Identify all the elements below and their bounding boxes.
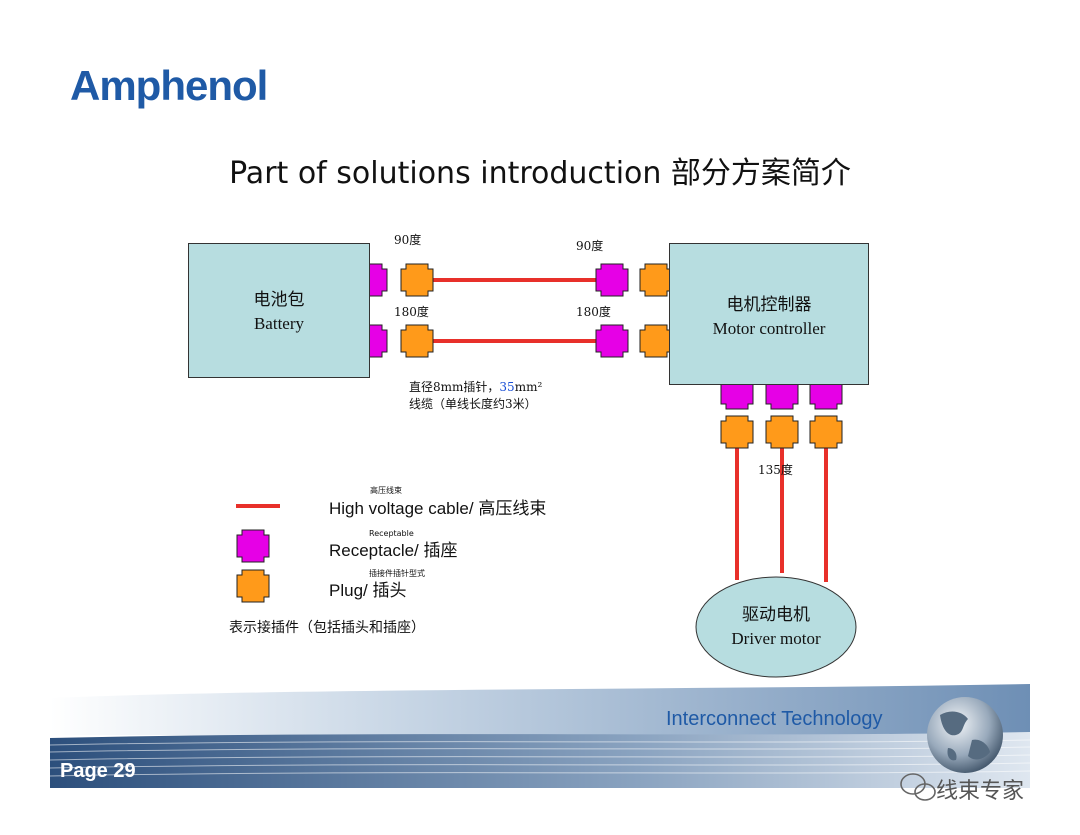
cable-note: 直径8mm插针，35mm² 线缆（单线长度约3米） bbox=[409, 379, 542, 413]
battery-box bbox=[188, 243, 370, 378]
controller-plug-top bbox=[595, 263, 629, 297]
controller-plug-1 bbox=[720, 415, 754, 449]
driver-motor-label: 驱动电机 Driver motor bbox=[696, 603, 856, 651]
controller-plug-bottom bbox=[595, 324, 629, 358]
controller-plug-2 bbox=[765, 415, 799, 449]
battery-label-zh: 电池包 bbox=[253, 290, 305, 309]
brand-logo: Amphenol bbox=[70, 62, 268, 109]
battery-label: 电池包 Battery bbox=[188, 288, 370, 336]
motor-controller-label: 电机控制器 Motor controller bbox=[669, 293, 869, 341]
motor-controller-label-en: Motor controller bbox=[712, 319, 826, 338]
slide-title: Part of solutions introduction 部分方案简介 bbox=[229, 156, 851, 191]
footer-tagline: Interconnect Technology bbox=[666, 708, 883, 730]
battery-plug-top bbox=[400, 263, 434, 297]
wechat-icon bbox=[900, 773, 936, 801]
angle-label-right-top: 90度 bbox=[576, 239, 604, 253]
angle-label-vertical: 135度 bbox=[758, 463, 793, 477]
driver-motor-shape bbox=[695, 576, 857, 678]
footer-band-light bbox=[50, 684, 1030, 735]
legend-receptacle-label: Receptacle/ 插座 bbox=[329, 541, 458, 560]
battery-label-en: Battery bbox=[253, 314, 305, 333]
cable-note-line1: 直径8mm插针，35mm² bbox=[409, 379, 542, 396]
legend-cable-label: High voltage cable/ 高压线束 bbox=[329, 499, 547, 518]
angle-label-right-bottom: 180度 bbox=[576, 305, 611, 319]
battery-plug-bottom bbox=[400, 324, 434, 358]
legend-footnote: 表示接插件（包括插头和插座） bbox=[229, 620, 425, 636]
watermark-text: 线束专家 bbox=[936, 779, 1025, 804]
angle-label-left-top: 90度 bbox=[394, 233, 422, 247]
controller-receptacle-top bbox=[639, 263, 673, 297]
cable-note-value: 35 bbox=[499, 380, 515, 394]
legend-cable-note: 高压线束 bbox=[370, 486, 402, 495]
controller-plug-3 bbox=[809, 415, 843, 449]
driver-motor-label-zh: 驱动电机 bbox=[742, 605, 810, 624]
cable-note-line2: 线缆（单线长度约3米） bbox=[409, 397, 537, 411]
legend-receptacle-icon bbox=[236, 529, 270, 563]
cable-note-unit: mm² bbox=[514, 380, 543, 394]
globe-icon bbox=[927, 697, 1003, 773]
motor-controller-box bbox=[669, 243, 869, 385]
motor-controller-label-zh: 电机控制器 bbox=[726, 295, 812, 314]
legend-plug-note: 插接件插针型式 bbox=[369, 569, 425, 578]
legend-plug-label: Plug/ 插头 bbox=[329, 581, 407, 600]
controller-receptacle-bottom bbox=[639, 324, 673, 358]
footer-band-dark bbox=[50, 732, 1030, 788]
driver-motor-label-en: Driver motor bbox=[731, 629, 821, 648]
angle-label-left-bottom: 180度 bbox=[394, 305, 429, 319]
legend-plug-icon bbox=[236, 569, 270, 603]
page-number: Page 29 bbox=[60, 760, 136, 782]
cable-note-prefix: 直径8mm插针， bbox=[409, 380, 500, 394]
legend-receptacle-note: Receptable bbox=[369, 529, 414, 538]
